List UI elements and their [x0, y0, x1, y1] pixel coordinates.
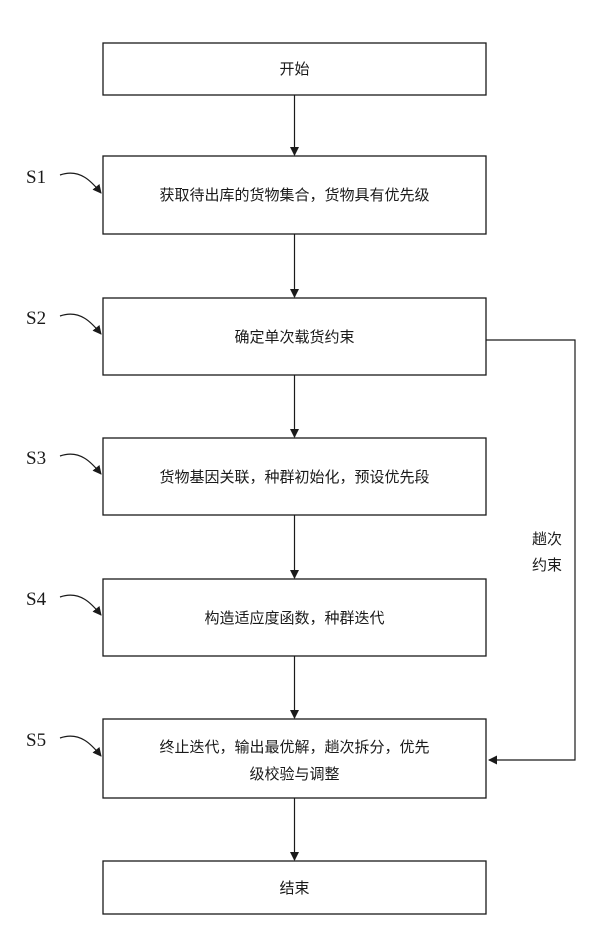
feedback-label-line2: 约束	[532, 556, 562, 574]
step-s5-pointer	[60, 736, 101, 756]
start-text: 开始	[279, 60, 309, 78]
step-label-s2: S2	[26, 308, 46, 329]
step-s2-pointer	[60, 314, 101, 334]
step-s1-text: 获取待出库的货物集合，货物具有优先级	[159, 186, 429, 204]
step-s1-pointer	[60, 173, 101, 193]
step-label-s5: S5	[26, 730, 46, 751]
step-s3-pointer	[60, 454, 101, 474]
step-s3-text: 货物基因关联，种群初始化，预设优先段	[159, 468, 429, 486]
step-s4-text: 构造适应度函数，种群迭代	[204, 609, 384, 627]
end-text: 结束	[279, 879, 309, 897]
step-label-s1: S1	[26, 167, 46, 188]
feedback-label-line1: 趟次	[532, 530, 562, 548]
feedback-connector	[486, 340, 575, 760]
step-label-s4: S4	[26, 589, 47, 610]
step-s4-pointer	[60, 595, 101, 615]
step-s5-text-line1: 终止迭代，输出最优解，趟次拆分，优先	[159, 738, 429, 756]
step-s5-text-line2: 级校验与调整	[249, 765, 339, 783]
step-s2-text: 确定单次载货约束	[234, 328, 354, 346]
step-s5-box	[103, 719, 486, 798]
step-label-s3: S3	[26, 448, 46, 469]
